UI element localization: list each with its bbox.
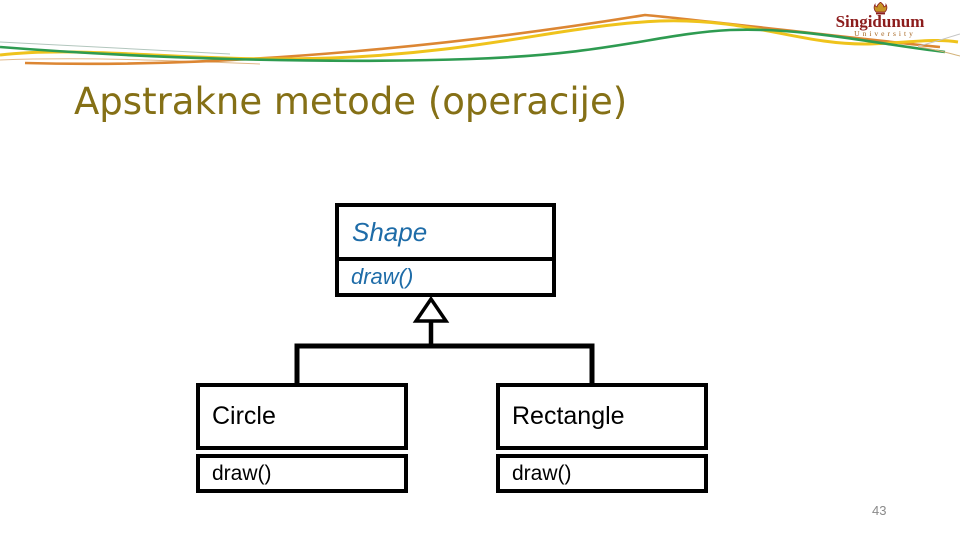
- logo-text: Singidunum: [835, 12, 925, 31]
- wave-decoration: [0, 13, 960, 66]
- uml-class-name: Circle: [196, 383, 408, 450]
- slide-title: Apstrakne metode (operacije): [74, 80, 628, 123]
- wave-yellow: [0, 19, 959, 61]
- wave-thin-gray-right: [917, 33, 960, 47]
- inheritance-arrow-icon: [412, 295, 450, 323]
- uml-class-shape: Shape draw(): [335, 203, 556, 297]
- uml-class-rectangle: Rectangle draw(): [496, 383, 708, 493]
- crest-flame-icon: [873, 2, 887, 15]
- uml-class-method: draw(): [351, 264, 414, 289]
- page-number: 43: [872, 503, 887, 518]
- logo-subtitle: University: [854, 29, 916, 38]
- uml-class-name: Shape: [339, 207, 552, 261]
- inheritance-bracket-line: [294, 343, 595, 384]
- wave-green: [0, 28, 946, 63]
- wave-thin-tan-left: [0, 58, 261, 65]
- wave-thin-tan-right: [917, 46, 960, 57]
- uml-class-method: draw(): [196, 454, 408, 493]
- university-logo: Singidunum University: [830, 2, 930, 38]
- uml-class-name: Rectangle: [496, 383, 708, 450]
- uml-class-method: draw(): [496, 454, 708, 493]
- uml-class-circle: Circle draw(): [196, 383, 408, 493]
- wave-thin-teal-left: [0, 41, 231, 55]
